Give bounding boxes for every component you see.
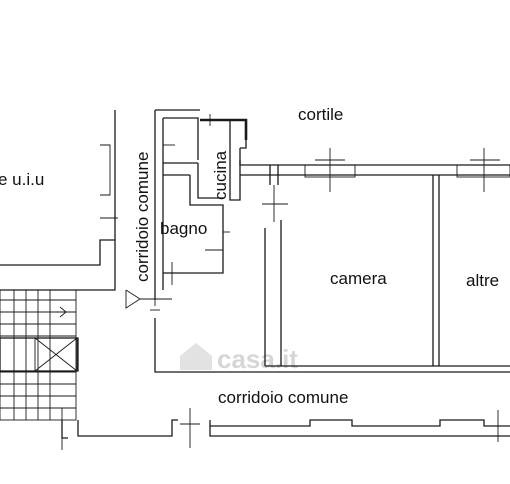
label-cucina: cucina <box>211 150 230 200</box>
label-corridoio-vertical: corridoio comune <box>133 152 152 282</box>
label-cortile: cortile <box>298 105 343 124</box>
door-mark <box>262 185 288 222</box>
label-bagno: bagno <box>160 219 207 238</box>
staircase <box>0 289 79 421</box>
bottom-wall <box>61 408 510 450</box>
label-camera: camera <box>330 269 387 288</box>
watermark-text: casa.it <box>217 344 298 374</box>
label-uiu: e u.i.u <box>0 170 44 189</box>
corridor-walls <box>125 289 510 373</box>
label-corridoio-bottom: corridoio comune <box>218 388 348 407</box>
watermark: casa.it <box>180 343 298 374</box>
house-icon <box>180 343 212 370</box>
room-partitions <box>264 175 510 367</box>
cortile-wall <box>239 140 510 192</box>
left-unit-walls <box>0 110 118 291</box>
service-block-walls <box>154 109 241 300</box>
label-altre: altre <box>466 271 499 290</box>
kitchen-window <box>200 114 248 140</box>
